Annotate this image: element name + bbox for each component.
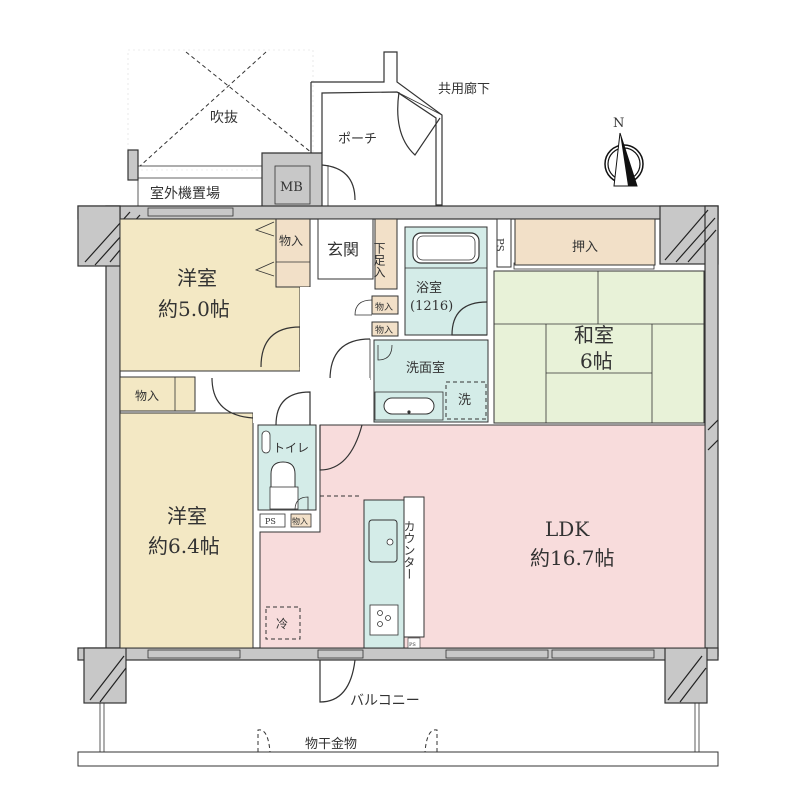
common-corridor-label: 共用廊下 (438, 81, 490, 97)
japanese-room-size: 6帖 (580, 349, 613, 373)
windows (147, 207, 655, 659)
japanese-room-name: 和室 (574, 323, 614, 347)
porch-label: ポーチ (338, 132, 377, 147)
shoe-box[interactable]: 下足入 (372, 218, 398, 290)
atrium-area: 吹抜 (127, 49, 314, 171)
balcony-label: バルコニー (350, 693, 420, 709)
atrium-label: 吹抜 (210, 110, 238, 126)
oshiire-label: 押入 (572, 240, 598, 255)
outdoor-unit-area: 室外機置場 (127, 149, 263, 207)
clothes-hanger-label: 物干金物 (305, 736, 357, 752)
pipe-space-kitchen-label: PS (409, 642, 416, 648)
refrigerator-space: 冷 (265, 606, 301, 640)
counter-label: カウンター (402, 520, 416, 580)
closet-1-label: 物入 (279, 234, 303, 248)
closet-small-2[interactable]: 物入 (371, 321, 399, 337)
japanese-room[interactable]: 和室 6帖 (493, 270, 705, 424)
balcony[interactable]: バルコニー 物干金物 (77, 659, 719, 767)
pipe-space-toilet: PS (259, 513, 286, 528)
bathroom[interactable]: 浴室 (1216) (404, 226, 488, 336)
ldk-size: 約16.7帖 (530, 546, 615, 570)
shoe-box-label: 下足入 (372, 242, 386, 278)
entrance[interactable]: 玄関 (317, 218, 374, 280)
closet-small-2-label: 物入 (375, 324, 393, 336)
toilet-label: トイレ (273, 441, 309, 455)
pipe-space-toilet-label: PS (265, 517, 276, 526)
closet-toilet-label: 物入 (292, 516, 308, 526)
closet-2[interactable]: 物入 (119, 376, 196, 432)
closet-1[interactable]: 物入 (254, 218, 311, 288)
outdoor-unit-label: 室外機置場 (150, 185, 220, 202)
western-room-2-name: 洋室 (167, 504, 207, 528)
closet-toilet[interactable]: 物入 (290, 513, 312, 528)
bathroom-name: 浴室 (416, 280, 442, 296)
pipe-space-label: PS (494, 238, 505, 252)
western-room-1-name: 洋室 (177, 266, 217, 290)
toilet[interactable]: トイレ (257, 424, 317, 511)
entrance-label: 玄関 (327, 240, 359, 259)
pipe-space: PS (494, 218, 512, 268)
western-room-2-size: 約6.4帖 (148, 534, 220, 558)
western-room-1-size: 約5.0帖 (158, 297, 230, 321)
washroom[interactable]: 洗面室 洗 (373, 339, 489, 423)
oshiire[interactable]: 押入 (514, 218, 656, 266)
ldk[interactable]: LDK 約16.7帖 (259, 424, 706, 649)
washroom-label: 洗面室 (406, 360, 445, 376)
meter-box-label: MB (280, 180, 303, 195)
hallway-lower (253, 378, 370, 426)
closet-small-1[interactable]: 物入 (354, 295, 399, 316)
western-room-1[interactable]: 洋室 約5.0帖 (119, 218, 301, 372)
western-room-2[interactable]: 洋室 約6.4帖 (119, 377, 254, 649)
meter-box: MB (261, 152, 323, 209)
porch: ポーチ 共用廊下 (310, 51, 490, 208)
refrigerator-label: 冷 (276, 617, 288, 631)
closet-small-1-label: 物入 (375, 301, 393, 313)
ldk-name: LDK (545, 517, 590, 541)
closet-2-label: 物入 (135, 389, 159, 403)
bathroom-size: (1216) (410, 299, 453, 314)
washing-machine-label: 洗 (458, 393, 471, 408)
kitchen-counter: カウンター PS (363, 496, 425, 649)
svg-text:N: N (613, 116, 624, 131)
compass-icon: N (604, 116, 644, 187)
